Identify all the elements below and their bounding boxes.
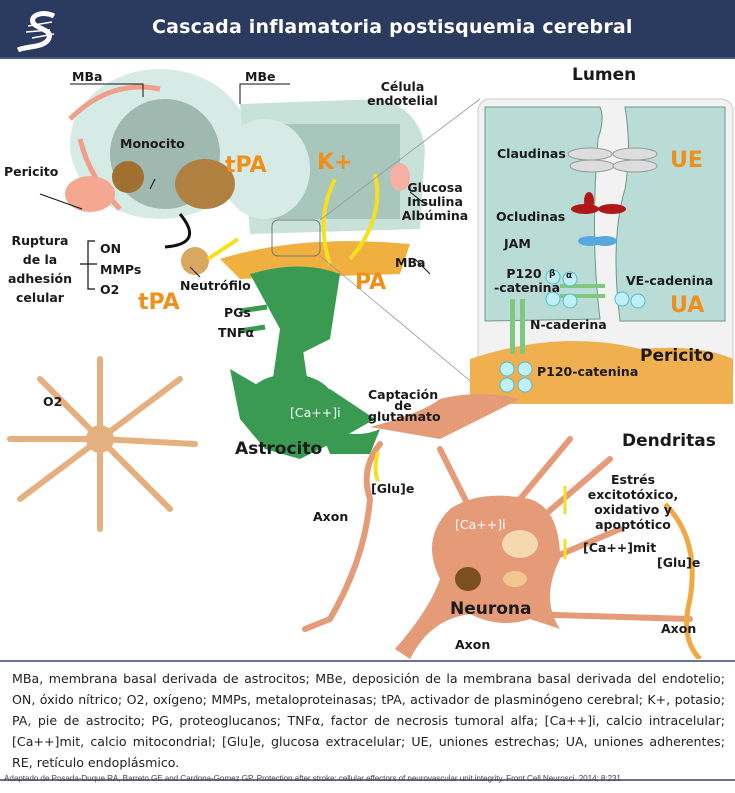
label-occludins: Ocludinas <box>496 209 566 224</box>
label-neutrophil: Neutrófilo <box>180 278 251 293</box>
label-ca-synapse: Ca++ <box>665 579 689 588</box>
header-bar: Cascada inflamatoria postisquemia cerebr… <box>0 0 735 59</box>
label-glu-e-1: [Glu]e <box>371 481 415 496</box>
label-axon-1: Axon <box>313 509 349 524</box>
dna-s-logo <box>16 11 56 52</box>
label-ca-astrocyte: [Ca++]i <box>290 405 341 420</box>
label-line: Célula <box>380 79 425 94</box>
label-pa: PA <box>355 270 387 295</box>
label-ve-cadherin: VE-cadenina <box>626 273 714 288</box>
label-line: Captación <box>368 387 439 402</box>
label-n-cadherin: N-caderina <box>530 317 607 332</box>
junction-inset <box>470 98 734 404</box>
label-line: celular <box>16 290 64 305</box>
label-line: glutamato <box>368 409 441 424</box>
illustration <box>7 69 734 659</box>
label-p120-pericyte: P120-catenina <box>537 364 639 379</box>
label-line: -catenina <box>494 279 561 295</box>
label-line: P120 <box>506 266 542 281</box>
label-mba-bottom: MBa <box>395 255 426 270</box>
label-axon-2: Axon <box>661 621 697 636</box>
label-o2-rupture: O2 <box>100 282 120 297</box>
label-mmps: MMPs <box>100 262 142 277</box>
label-neuron: Neurona <box>450 599 532 619</box>
label-line: Glucosa <box>407 180 463 195</box>
label-line: oxidativo y <box>594 502 672 517</box>
label-p120-catenin: P120-catenina <box>494 266 561 295</box>
label-claudins: Claudinas <box>497 146 566 161</box>
legend-text: MBa, membrana basal derivada de astrocit… <box>0 660 735 781</box>
label-dendrites: Dendritas <box>622 431 716 451</box>
label-line: de la <box>22 252 58 267</box>
label-monocyte: Monocito <box>120 136 185 151</box>
citation: Adaptado de Posada-Duque RA, Barreto GE … <box>4 774 624 783</box>
label-ca-neuron: [Ca++]i <box>455 517 506 532</box>
label-line: excitotóxico, <box>587 487 679 502</box>
label-pgs: PGs <box>224 305 251 320</box>
label-line: Albúmina <box>401 207 469 223</box>
blood-vessel <box>39 69 481 399</box>
label-on: ON <box>100 241 122 256</box>
label-glu-e-2: [Glu]e <box>657 555 701 570</box>
label-line: Ruptura <box>11 233 69 248</box>
page-title: Cascada inflamatoria postisquemia cerebr… <box>152 16 633 38</box>
label-lumen: Lumen <box>572 65 637 85</box>
label-tpa-bottom: tPA <box>138 290 180 315</box>
label-pericyte: Pericito <box>4 164 59 179</box>
label-line: Insulina <box>407 193 463 209</box>
label-astrocyte: Astrocito <box>235 439 323 459</box>
label-line: de <box>394 398 412 413</box>
label-mbe: MBe <box>245 69 276 84</box>
label-line: adhesión <box>8 271 72 286</box>
label-rupture: Ruptura de la adhesión celular <box>4 231 76 307</box>
label-ue: UE <box>670 148 703 173</box>
label-mba-top: MBa <box>72 69 103 84</box>
label-o2: O2 <box>43 394 63 409</box>
label-ua: UA <box>670 293 705 318</box>
label-ca-mit: [Ca++]mit <box>583 540 657 555</box>
label-k-plus: K+ <box>317 150 353 175</box>
label-tpa-top: tPA <box>225 153 267 178</box>
label-jam: JAM <box>504 236 531 251</box>
label-tnf: TNFα <box>218 325 255 340</box>
beta-symbol: β <box>549 269 556 279</box>
label-line: endotelial <box>367 92 438 108</box>
cells <box>7 356 702 659</box>
label-line: Estrés <box>610 472 656 487</box>
label-pericyte-inset: Pericito <box>640 346 714 366</box>
label-axon-3: Axon <box>455 637 491 652</box>
alpha-symbol: α <box>566 271 573 281</box>
label-line: apoptótico <box>595 517 671 532</box>
